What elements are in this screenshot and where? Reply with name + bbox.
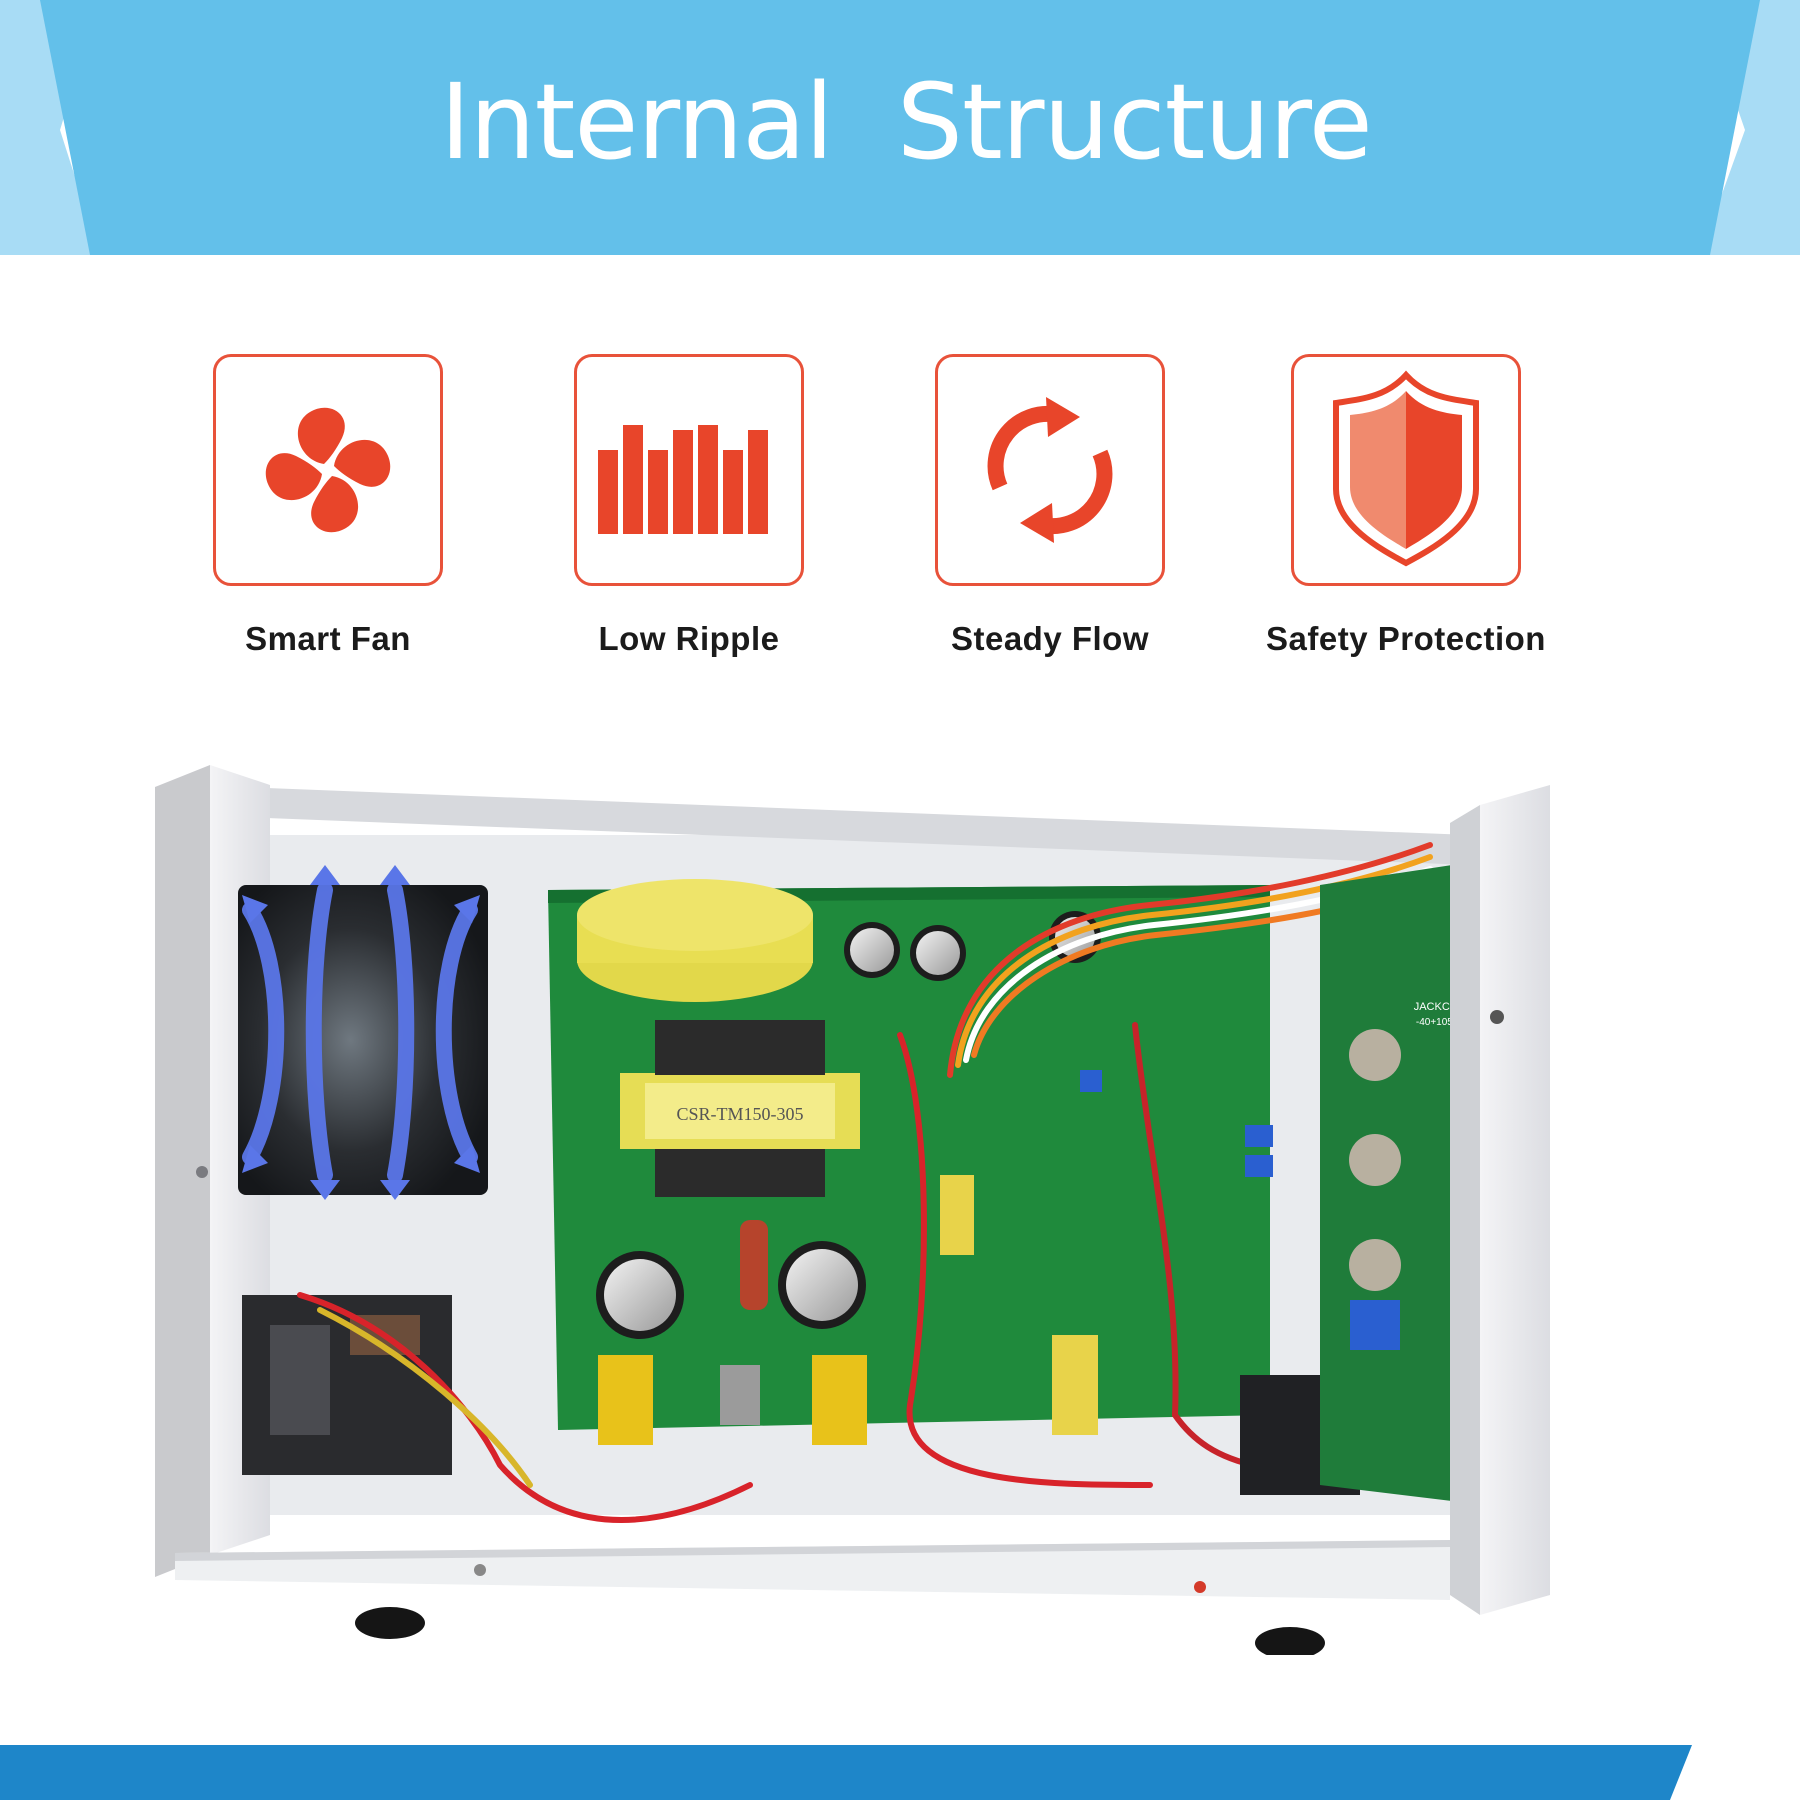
feature-label-smart-fan: Smart Fan: [245, 620, 411, 657]
capacitor-rating-label: -40+105°C: [1416, 1017, 1464, 1028]
shield-icon: [1333, 370, 1479, 567]
feature-box-steady-flow: [935, 354, 1165, 586]
feature-box-low-ripple: [574, 354, 804, 586]
refresh-cycle-icon: [987, 397, 1113, 543]
fan-icon: [265, 407, 391, 533]
feature-box-smart-fan: [213, 354, 443, 586]
bar-chart-icon: [598, 425, 768, 534]
banner-background: [0, 0, 1800, 255]
transformer-label: CSR-TM150-305: [676, 1104, 803, 1124]
footer-band: [0, 1745, 1692, 1800]
footer-bar: [0, 1745, 1800, 1800]
product-photo: CSR-TM150-305: [150, 765, 1620, 1659]
feature-label-safety-protection: Safety Protection: [1266, 620, 1546, 657]
page-title: Internal Structure: [440, 61, 1373, 183]
feature-label-low-ripple: Low Ripple: [598, 620, 780, 657]
power-supply-internal-view: CSR-TM150-305: [155, 765, 1550, 1659]
header-banner: Internal Structure: [0, 0, 1800, 255]
feature-box-safety-protection: [1291, 354, 1521, 586]
feature-label-steady-flow: Steady Flow: [950, 620, 1150, 657]
